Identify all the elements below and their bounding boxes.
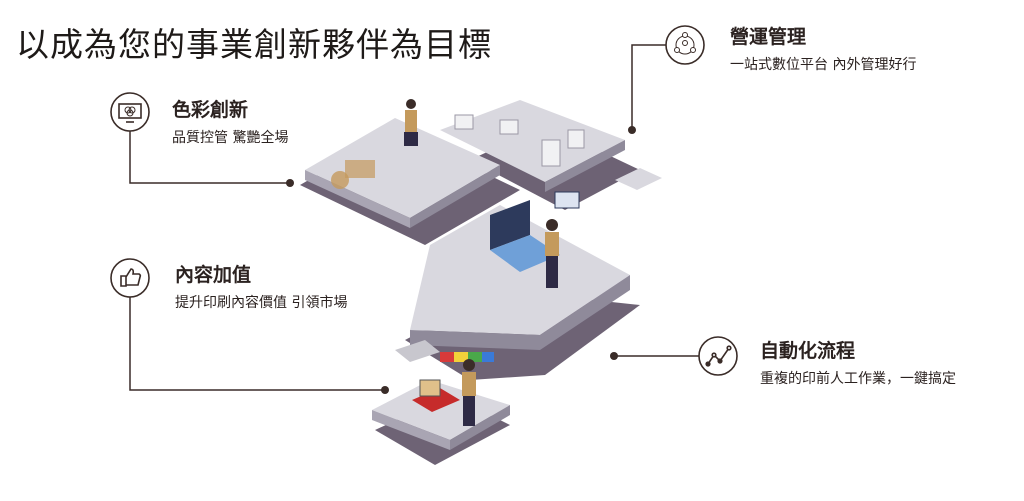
page-title: 以成為您的事業創新夥伴為目標	[16, 25, 492, 64]
color-swatches	[331, 160, 375, 189]
connector-dots	[286, 126, 636, 394]
monitor-color-icon	[110, 92, 150, 132]
platform-top	[305, 100, 662, 228]
person-operator	[545, 219, 559, 288]
feature-operations: 營運管理 一站式數位平台 內外管理好行	[730, 22, 916, 74]
feature-subtitle: 一站式數位平台 內外管理好行	[730, 57, 917, 73]
feature-subtitle: 重複的印前人工作業，一鍵搞定	[760, 371, 956, 387]
line-chart-icon	[698, 336, 738, 376]
person-designer	[404, 99, 418, 146]
network-people-icon	[665, 25, 705, 65]
feature-content-value: 內容加值 提升印刷內容價值 引領市場	[175, 260, 347, 312]
connector-lines	[129, 44, 700, 391]
feature-automation: 自動化流程 重複的印前人工作業，一鍵搞定	[760, 336, 956, 388]
thumbs-up-icon	[110, 258, 150, 298]
feature-color-innovation: 色彩創新 品質控管 驚艷全場	[172, 95, 288, 147]
red-table	[412, 379, 460, 412]
feature-title: 自動化流程	[760, 340, 856, 362]
machines	[454, 114, 585, 167]
feature-title: 色彩創新	[172, 99, 249, 121]
feature-subtitle: 提升印刷內容價值 引領市場	[175, 295, 348, 311]
feature-subtitle: 品質控管 驚艷全場	[172, 130, 289, 146]
feature-title: 內容加值	[175, 264, 252, 286]
laptop-screen	[490, 191, 580, 272]
person-inspector	[462, 359, 476, 426]
feature-title: 營運管理	[730, 26, 807, 48]
color-bar	[440, 352, 494, 362]
